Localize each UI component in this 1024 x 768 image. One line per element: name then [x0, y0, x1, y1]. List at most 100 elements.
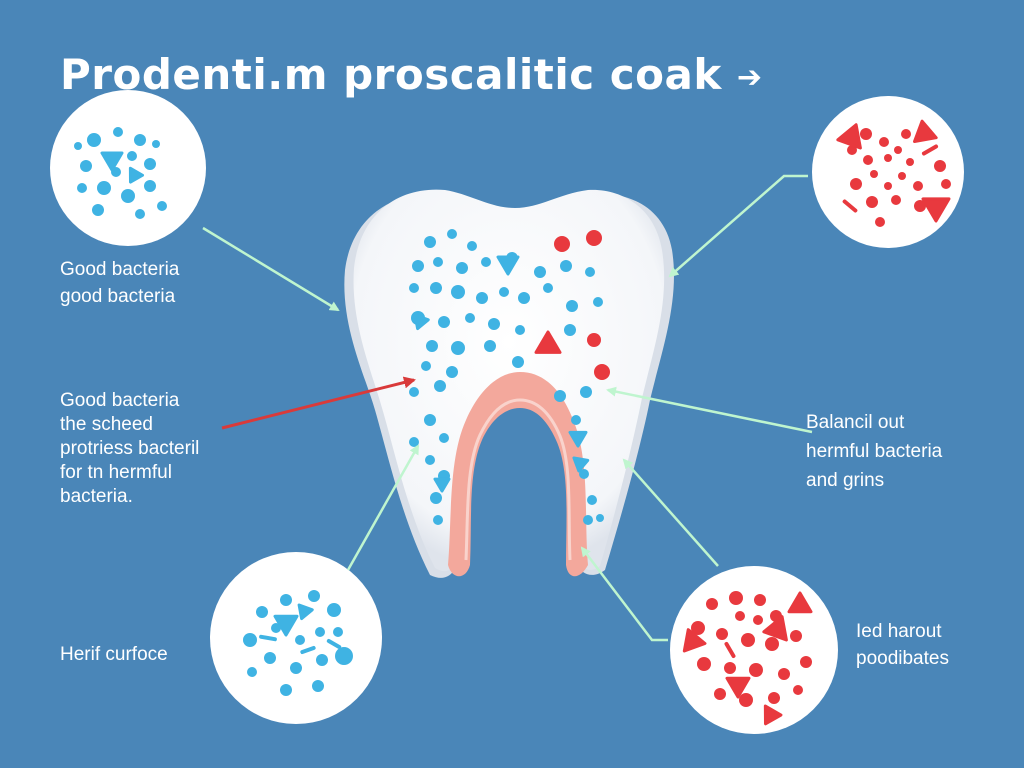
harmful-bacterium — [901, 129, 911, 139]
harmful-bacterium — [913, 119, 938, 143]
good-bacterium — [554, 390, 566, 402]
harmful-bacterium — [879, 137, 889, 147]
harmful-bacterium — [754, 594, 766, 606]
arrow-red-to-tooth — [221, 376, 416, 430]
good-bacterium — [413, 313, 430, 331]
label-line: Ied harout — [856, 621, 942, 642]
good-bacterium — [512, 356, 524, 368]
good-bacterium — [446, 366, 458, 378]
good-bacterium — [499, 287, 509, 297]
good-bacterium — [596, 514, 604, 522]
good-bacterium — [571, 415, 581, 425]
good-bacterium — [456, 262, 468, 274]
harmful-bacterium — [778, 668, 790, 680]
good-bacterium — [121, 189, 135, 203]
arrow-bottom-left-to-tooth — [346, 444, 420, 571]
label-line: Good bacteria — [60, 259, 180, 280]
good-bacterium — [572, 456, 590, 473]
good-bacterium — [297, 603, 314, 621]
good-bacterium — [280, 684, 292, 696]
harmful-bacterium — [870, 170, 878, 178]
arrow-right-label-to-tooth — [606, 386, 813, 434]
good-bacterium — [564, 324, 576, 336]
label-line: poodibates — [856, 648, 949, 669]
good-bacterium — [580, 386, 592, 398]
good-bacteria-circle-top-left — [50, 90, 206, 246]
label-top-left: Good bacteria good bacteria — [60, 256, 179, 310]
good-bacterium — [271, 623, 281, 633]
good-bacterium — [465, 313, 475, 323]
good-bacterium — [409, 387, 419, 397]
good-bacterium — [439, 433, 449, 443]
label-line: and grins — [806, 470, 885, 491]
good-bacterium — [290, 662, 302, 674]
good-bacterium — [152, 140, 160, 148]
label-line: for tn hermful — [60, 462, 172, 483]
harmful-bacterium — [682, 628, 707, 653]
good-bacterium — [434, 380, 446, 392]
title-text: Prodenti.m proscalitic coak — [60, 50, 722, 99]
harmful-bacteria-circle-top-right — [812, 96, 964, 248]
harmful-bacterium — [787, 591, 813, 614]
good-bacterium — [496, 255, 520, 276]
good-bacterium — [316, 654, 328, 666]
harmful-bacterium — [724, 641, 736, 659]
harmful-bacterium — [891, 195, 901, 205]
label-line: protriess bacteril — [60, 438, 200, 459]
harmful-bacterium — [753, 615, 763, 625]
good-bacterium — [484, 340, 496, 352]
good-bacterium — [280, 594, 292, 606]
harmful-bacterium — [763, 704, 783, 726]
harmful-bacterium — [906, 158, 914, 166]
good-bacterium — [447, 229, 457, 239]
label-line: Balancil out — [806, 412, 905, 433]
good-bacterium — [430, 282, 442, 294]
harmful-bacterium — [741, 633, 755, 647]
harmful-bacterium — [554, 236, 570, 252]
good-bacterium — [256, 606, 268, 618]
good-bacterium — [335, 647, 353, 665]
good-bacterium — [425, 455, 435, 465]
good-bacterium — [327, 603, 341, 617]
good-bacterium — [295, 635, 305, 645]
harmful-bacterium — [765, 637, 779, 651]
good-bacterium — [566, 300, 578, 312]
good-bacterium — [243, 633, 257, 647]
good-bacterium — [273, 614, 299, 637]
label-line: the scheed — [60, 414, 153, 435]
harmful-bacterium — [836, 123, 862, 150]
diagram-title: Prodenti.m proscalitic coak ➔ — [60, 50, 763, 99]
connector-arrows — [202, 174, 813, 642]
harmful-bacterium — [768, 692, 780, 704]
harmful-bacterium — [706, 598, 718, 610]
good-bacterium — [259, 634, 277, 642]
good-bacterium — [560, 260, 572, 272]
good-bacterium — [438, 316, 450, 328]
good-bacterium — [80, 160, 92, 172]
good-bacterium — [264, 652, 276, 664]
good-bacterium — [433, 257, 443, 267]
tooth-bacteria — [409, 229, 610, 525]
good-bacterium — [113, 127, 123, 137]
harmful-bacterium — [594, 364, 610, 380]
harmful-bacterium — [790, 630, 802, 642]
good-bacterium — [585, 267, 595, 277]
harmful-bacterium — [586, 230, 602, 246]
good-bacterium — [409, 437, 419, 447]
good-bacterium — [433, 477, 451, 493]
good-bacterium — [515, 325, 525, 335]
harmful-bacterium — [894, 146, 902, 154]
harmful-bacterium — [884, 154, 892, 162]
good-bacterium — [100, 151, 124, 172]
harmful-bacterium — [714, 688, 726, 700]
good-bacterium — [127, 151, 137, 161]
gum-pulp-highlight — [464, 398, 572, 561]
harmful-bacterium — [749, 663, 763, 677]
label-line: good bacteria — [60, 286, 176, 307]
good-bacterium — [424, 414, 436, 426]
good-bacterium — [424, 236, 436, 248]
label-line: bacteria. — [60, 486, 133, 507]
label-bottom-right: Ied harout poodibates — [856, 618, 949, 672]
good-bacterium — [451, 285, 465, 299]
